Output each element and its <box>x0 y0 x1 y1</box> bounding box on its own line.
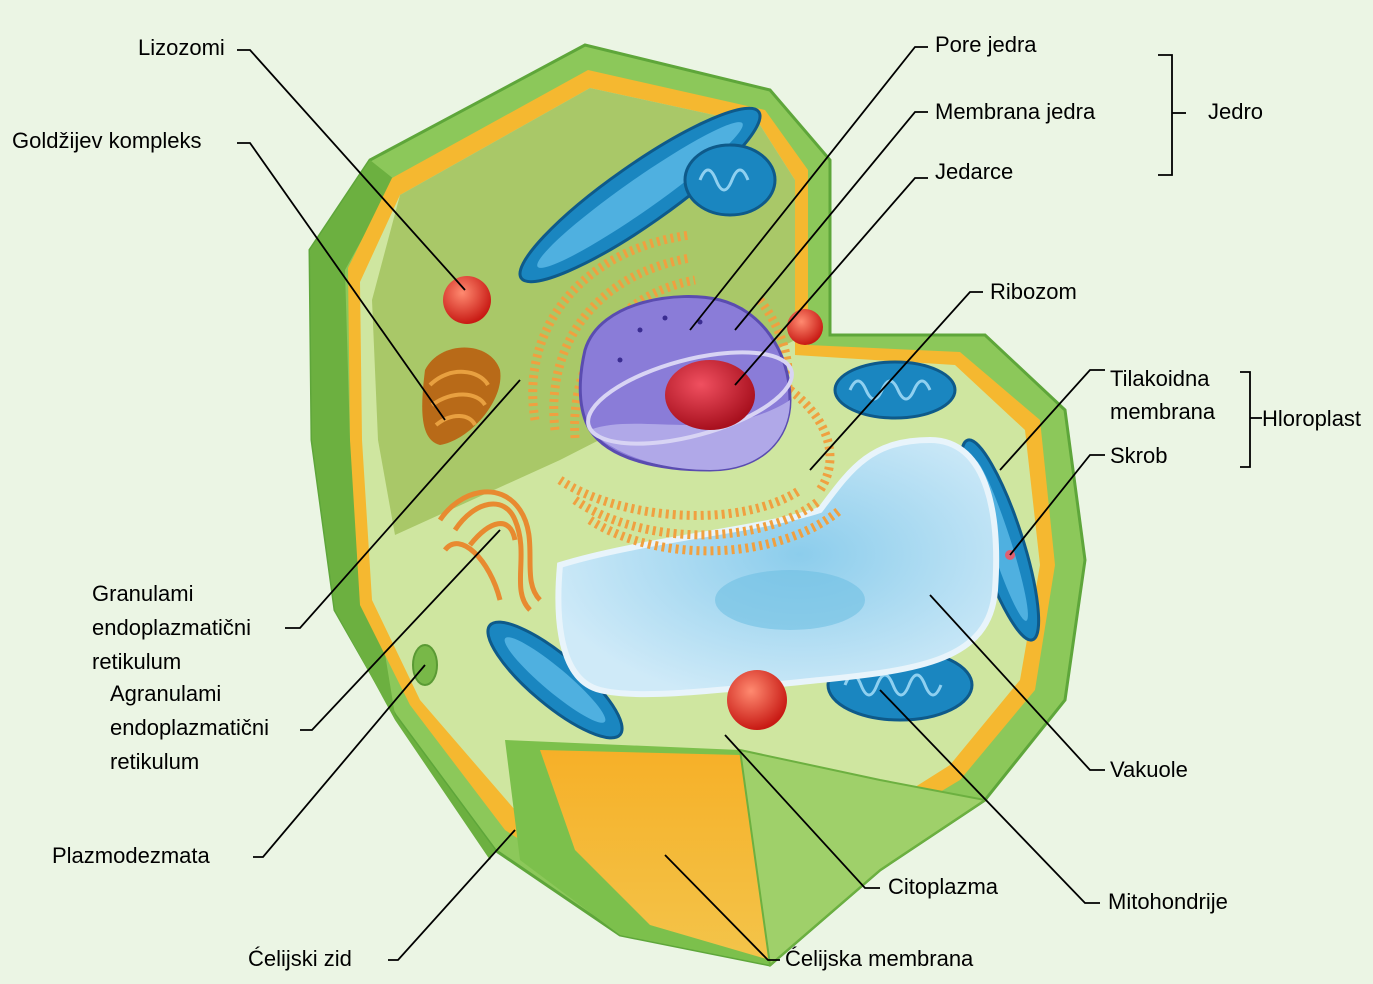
label-skrob: Skrob <box>1110 443 1167 469</box>
nucleolus <box>665 360 755 430</box>
label-pore-jedra: Pore jedra <box>935 32 1037 58</box>
label-agranularni-line2: endoplazmatični <box>110 711 269 745</box>
label-lizozomi: Lizozomi <box>138 35 225 61</box>
label-tilakoidna: Tilakoidna <box>1110 366 1209 392</box>
label-membrana-jedra: Membrana jedra <box>935 99 1095 125</box>
label-hloroplast: Hloroplast <box>1262 406 1361 432</box>
label-agranularni-line1: Agranulami <box>110 677 269 711</box>
mitochondrion-top-right <box>685 145 775 215</box>
label-granularni-er: Granulami endoplazmatični retikulum <box>92 577 251 679</box>
lysosome-2 <box>787 309 823 345</box>
label-jedro: Jedro <box>1208 99 1263 125</box>
mitochondrion-right <box>835 362 955 418</box>
lysosome-3 <box>727 670 787 730</box>
label-granularni-line3: retikulum <box>92 645 251 679</box>
label-citoplazma: Citoplazma <box>888 874 998 900</box>
label-mitohondrije: Mitohondrije <box>1108 889 1228 915</box>
label-goldzijev-kompleks: Goldžijev kompleks <box>12 128 202 154</box>
label-granularni-line1: Granulami <box>92 577 251 611</box>
label-vakuole: Vakuole <box>1110 757 1188 783</box>
label-celijski-zid: Ćelijski zid <box>248 946 352 972</box>
lysosome-1 <box>443 276 491 324</box>
label-granularni-line2: endoplazmatični <box>92 611 251 645</box>
label-agranularni-er: Agranulami endoplazmatični retikulum <box>110 677 269 779</box>
label-plazmodezmata: Plazmodezmata <box>52 843 210 869</box>
label-ribozom: Ribozom <box>990 279 1077 305</box>
label-jedarce: Jedarce <box>935 159 1013 185</box>
label-celijska-membrana: Ćelijska membrana <box>785 946 973 972</box>
label-agranularni-line3: retikulum <box>110 745 269 779</box>
vacuole-inner <box>715 570 865 630</box>
label-membrana: membrana <box>1110 399 1215 425</box>
